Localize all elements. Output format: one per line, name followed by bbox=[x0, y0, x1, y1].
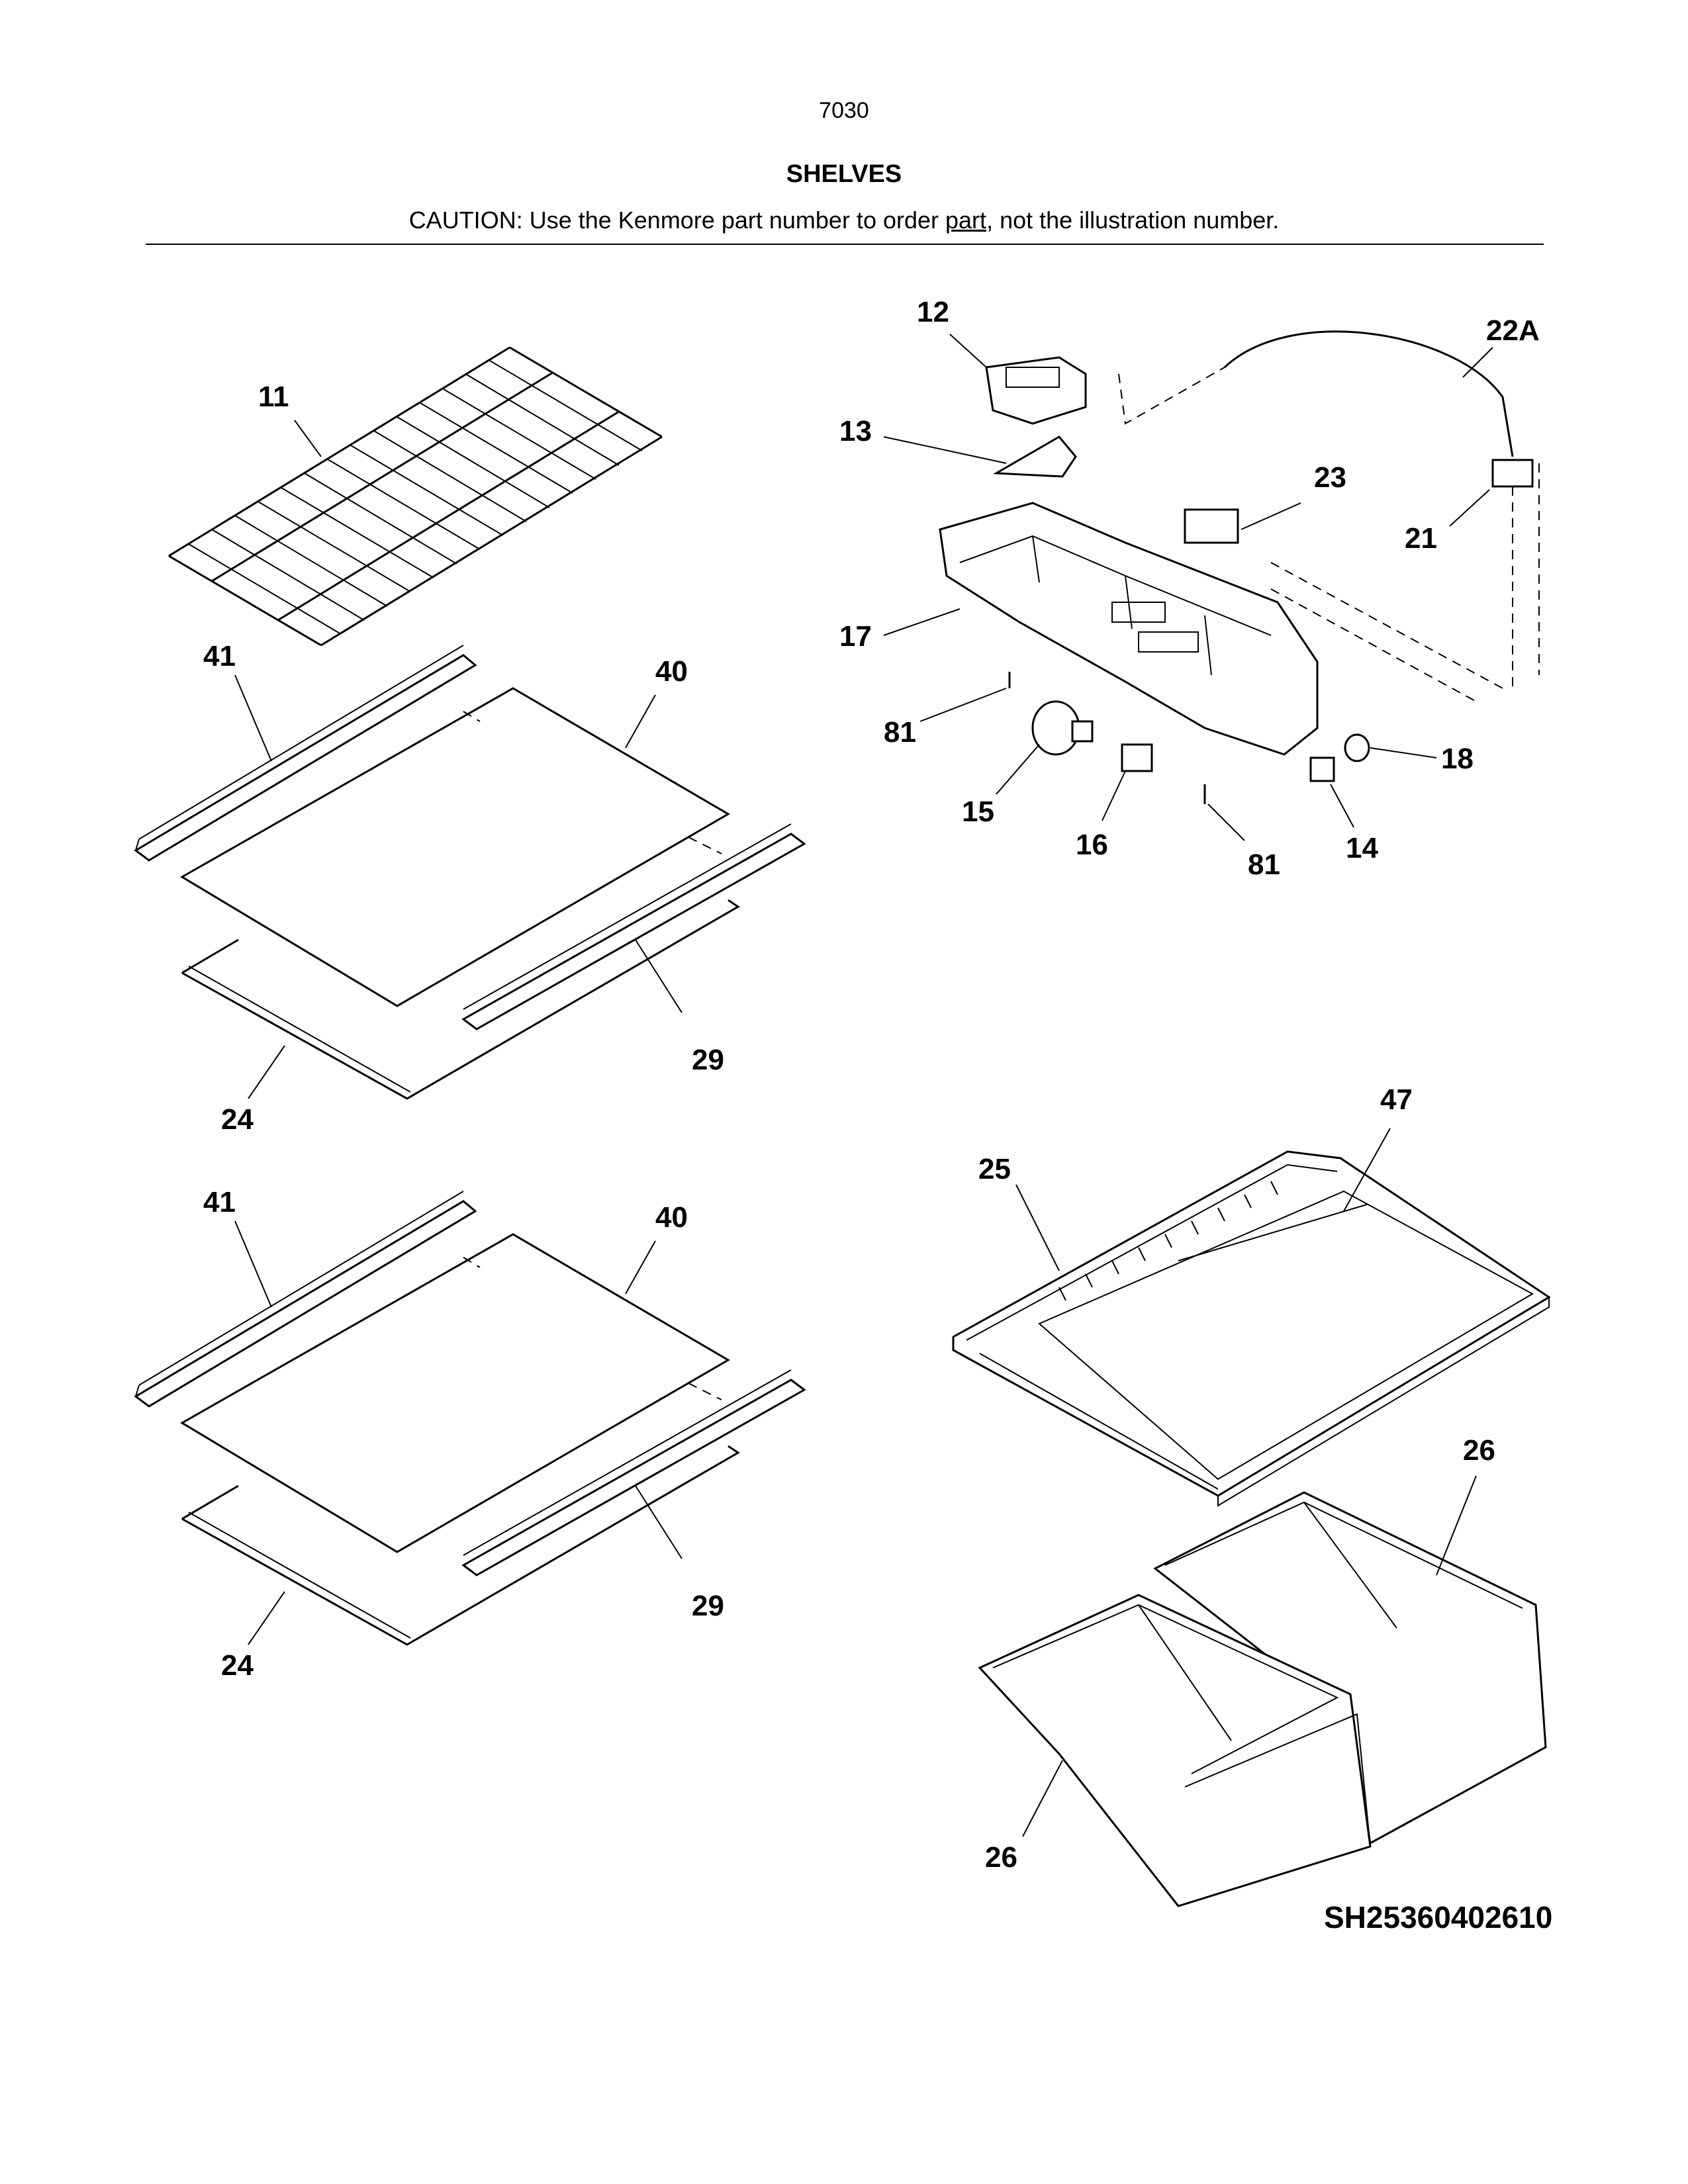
control-housing-assembly bbox=[939, 330, 1540, 804]
callout-23: 23 bbox=[1314, 461, 1346, 494]
caution-part-link[interactable]: part bbox=[945, 206, 987, 234]
callout-41-lower: 41 bbox=[203, 1186, 236, 1218]
callout-17: 17 bbox=[839, 620, 872, 653]
caution-suffix: , not the illustration number. bbox=[986, 206, 1280, 234]
callout-29-lower: 29 bbox=[692, 1590, 724, 1622]
callout-18: 18 bbox=[1441, 743, 1474, 775]
caution-text: CAUTION: Use the Kenmore part number to … bbox=[0, 206, 1688, 234]
page-title: SHELVES bbox=[786, 160, 902, 188]
header-rule bbox=[146, 244, 1544, 245]
callout-24-upper: 24 bbox=[221, 1103, 254, 1136]
glass-shelf-assembly-upper bbox=[134, 645, 806, 1100]
callout-81-right: 81 bbox=[1248, 848, 1280, 881]
callout-21: 21 bbox=[1405, 522, 1437, 555]
callout-13: 13 bbox=[839, 415, 872, 447]
callout-29-upper: 29 bbox=[692, 1044, 724, 1076]
diagram-code: SH25360402610 bbox=[1324, 1900, 1553, 1934]
page-number: 7030 bbox=[819, 98, 869, 123]
leader-lines bbox=[234, 334, 1493, 1837]
callout-14: 14 bbox=[1346, 832, 1378, 864]
callout-47: 47 bbox=[1380, 1083, 1413, 1116]
callout-40-upper: 40 bbox=[655, 655, 688, 688]
callout-15: 15 bbox=[962, 796, 994, 828]
crisper-cover-assembly bbox=[952, 1150, 1551, 1507]
callout-12: 12 bbox=[917, 296, 949, 328]
glass-shelf-assembly-lower bbox=[134, 1191, 806, 1646]
callout-26-back: 26 bbox=[1463, 1434, 1495, 1467]
callout-81-left: 81 bbox=[884, 716, 916, 749]
callout-24-lower: 24 bbox=[221, 1649, 254, 1682]
callout-26-front: 26 bbox=[985, 1841, 1017, 1874]
callout-40-lower: 40 bbox=[655, 1201, 688, 1234]
crisper-drawers bbox=[978, 1491, 1547, 1907]
caution-prefix: CAUTION: Use the Kenmore part number to … bbox=[408, 206, 946, 234]
wire-shelf-11 bbox=[168, 346, 663, 647]
callout-16: 16 bbox=[1076, 829, 1108, 861]
callout-22a: 22A bbox=[1486, 314, 1540, 347]
callout-25: 25 bbox=[978, 1153, 1011, 1185]
callout-41-upper: 41 bbox=[203, 640, 236, 672]
callout-11: 11 bbox=[258, 381, 289, 413]
